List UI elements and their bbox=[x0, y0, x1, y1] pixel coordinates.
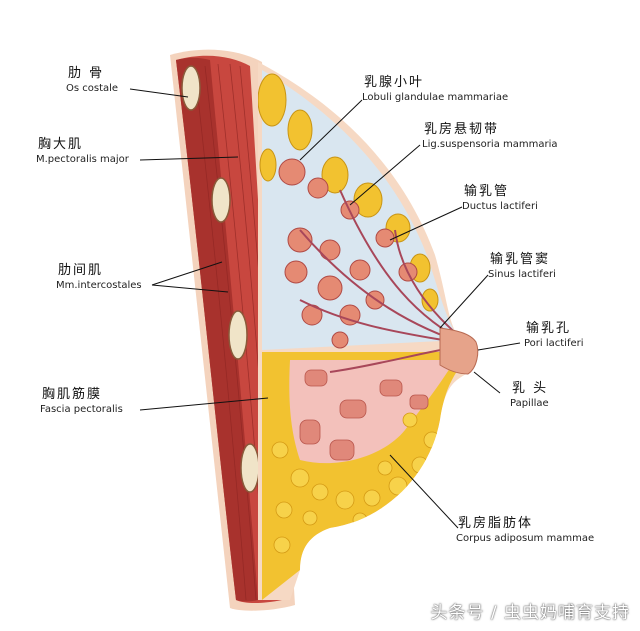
label-lobuli-en: Lobuli glandulae mammariae bbox=[362, 92, 509, 103]
ribs bbox=[181, 65, 260, 493]
fat-lobules-lower bbox=[271, 412, 441, 554]
label-os-costale-cn: 肋 骨 bbox=[68, 66, 105, 81]
rib bbox=[211, 177, 231, 223]
label-pori-cn: 输乳孔 bbox=[526, 321, 572, 336]
label-os-costale-en: Os costale bbox=[66, 83, 119, 94]
label-intercostales-cn: 肋间肌 bbox=[58, 263, 104, 278]
rib bbox=[181, 65, 201, 111]
intercostal-muscle bbox=[176, 57, 258, 602]
label-ductus-en: Ductus lactiferi bbox=[462, 201, 538, 212]
label-lig-suspensoria-cn: 乳房悬韧带 bbox=[424, 122, 500, 137]
label-lig-suspensoria-en: Lig.suspensoria mammaria bbox=[422, 139, 558, 150]
label-lobuli-cn: 乳腺小叶 bbox=[364, 75, 425, 90]
rib bbox=[240, 443, 260, 493]
label-pectoralis-major-en: M.pectoralis major bbox=[36, 154, 129, 165]
label-pori-en: Pori lactiferi bbox=[524, 338, 584, 349]
label-ductus-cn: 输乳管 bbox=[464, 184, 510, 199]
label-corpus-cn: 乳房脂肪体 bbox=[458, 516, 534, 531]
label-corpus-en: Corpus adiposum mammae bbox=[456, 533, 595, 544]
label-papillae-cn: 乳 头 bbox=[512, 381, 549, 396]
label-pectoralis-major-cn: 胸大肌 bbox=[38, 137, 84, 152]
watermark: 头条号 / 虫虫妈哺育支持 bbox=[430, 603, 630, 623]
label-intercostales-en: Mm.intercostales bbox=[56, 280, 142, 291]
leader-lines bbox=[129, 88, 521, 529]
label-sinus-en: Sinus lactiferi bbox=[488, 269, 556, 280]
label-sinus-cn: 输乳管窦 bbox=[490, 252, 551, 267]
label-fascia-pectoralis-en: Fascia pectoralis bbox=[40, 404, 123, 415]
papilla bbox=[439, 327, 479, 375]
label-fascia-pectoralis-cn: 胸肌筋膜 bbox=[42, 387, 103, 402]
label-papillae-en: Papillae bbox=[510, 398, 549, 409]
rib bbox=[228, 310, 248, 360]
